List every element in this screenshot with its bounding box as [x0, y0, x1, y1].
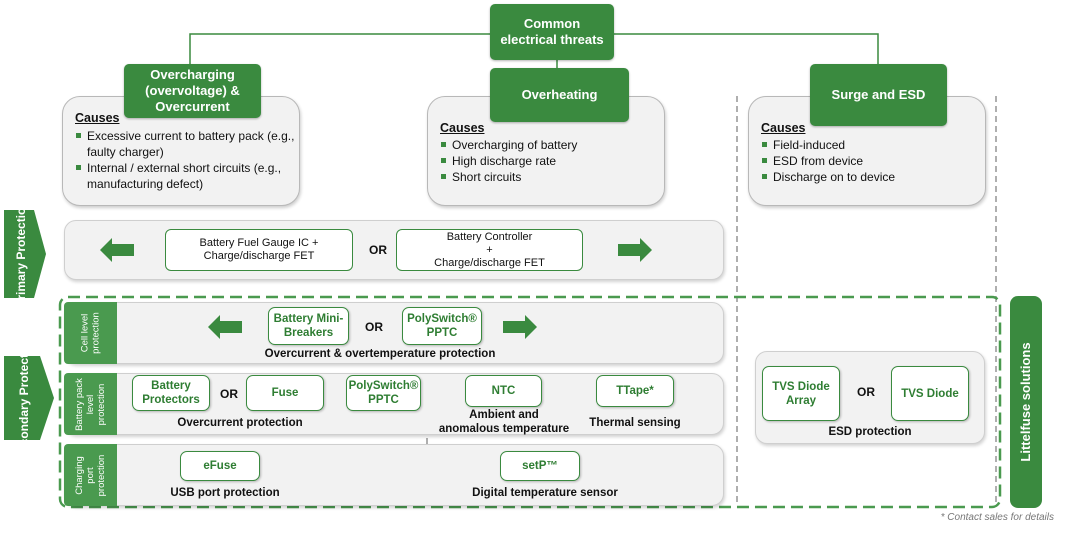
arrow-right-icon [503, 315, 537, 339]
or-label: OR [369, 243, 387, 257]
secondary-protection-label: Secondary Protection [17, 335, 31, 461]
overheating-header: Overheating [490, 68, 629, 122]
primary-protection-tab [4, 210, 46, 298]
cell-level-tab: Cell level protection [64, 302, 117, 364]
digital-temp-caption: Digital temperature sensor [472, 487, 618, 499]
ntc-box: NTC [465, 375, 542, 407]
usb-caption: USB port protection [170, 487, 280, 499]
secondary-protection-tab [4, 356, 54, 440]
caption-line: Ambient and [469, 409, 539, 421]
arrow-left-icon [208, 315, 242, 339]
box-line: PPTC [426, 327, 458, 339]
overcharging-header: Overcharging (overvoltage) & Overcurrent [124, 64, 261, 118]
or-label: OR [365, 320, 383, 334]
ttape-box: TTape* [596, 375, 674, 407]
arrow-left-icon [100, 238, 134, 262]
box-line: Charge/discharge FET [434, 256, 545, 269]
efuse-box: eFuse [180, 451, 260, 481]
littelfuse-solutions-bar: Littelfuse solutions [1010, 296, 1042, 508]
primary-protection-label: Primary Protection [14, 200, 28, 308]
charging-port-panel [64, 444, 724, 506]
charging-port-tab: Charging port protection [64, 444, 117, 506]
or-label: OR [857, 385, 875, 399]
cell-level-panel [64, 302, 724, 364]
esd-caption: ESD protection [828, 426, 912, 438]
surge-esd-header: Surge and ESD [810, 64, 947, 126]
cell-caption: Overcurrent & overtemperature protection [264, 348, 496, 360]
fuse-box: Fuse [246, 375, 324, 411]
fuel-gauge-box: Battery Fuel Gauge IC + Charge/discharge… [165, 229, 353, 271]
polyswitch-cell-box: PolySwitch® PPTC [402, 307, 482, 345]
caption-line: anomalous temperature [438, 423, 570, 435]
polyswitch-pack-box: PolySwitch® PPTC [346, 375, 421, 411]
tvs-diode-array-box: TVS Diode Array [762, 366, 840, 421]
overcurrent-caption: Overcurrent protection [177, 417, 303, 429]
or-label: OR [220, 387, 238, 401]
battery-controller-box: Battery Controller + Charge/discharge FE… [396, 229, 583, 271]
box-line: PolySwitch® [407, 313, 477, 325]
common-threats-header: Common electrical threats [490, 4, 614, 60]
box-line: PPTC [368, 394, 399, 406]
ambient-caption: Ambient and anomalous temperature [430, 408, 578, 436]
box-line: + [486, 243, 493, 256]
setp-box: setP™ [500, 451, 580, 481]
footnote: * Contact sales for details [940, 512, 1054, 523]
battery-protectors-box: Battery Protectors [132, 375, 210, 411]
tvs-diode-box: TVS Diode [891, 366, 969, 421]
battery-mini-breakers-box: Battery Mini-Breakers [268, 307, 349, 345]
arrow-right-icon [618, 238, 652, 262]
pack-level-tab: Battery pack level protection [64, 373, 117, 435]
thermal-caption: Thermal sensing [589, 417, 681, 429]
box-line: Battery Controller [446, 230, 533, 243]
box-line: PolySwitch® [348, 380, 419, 392]
